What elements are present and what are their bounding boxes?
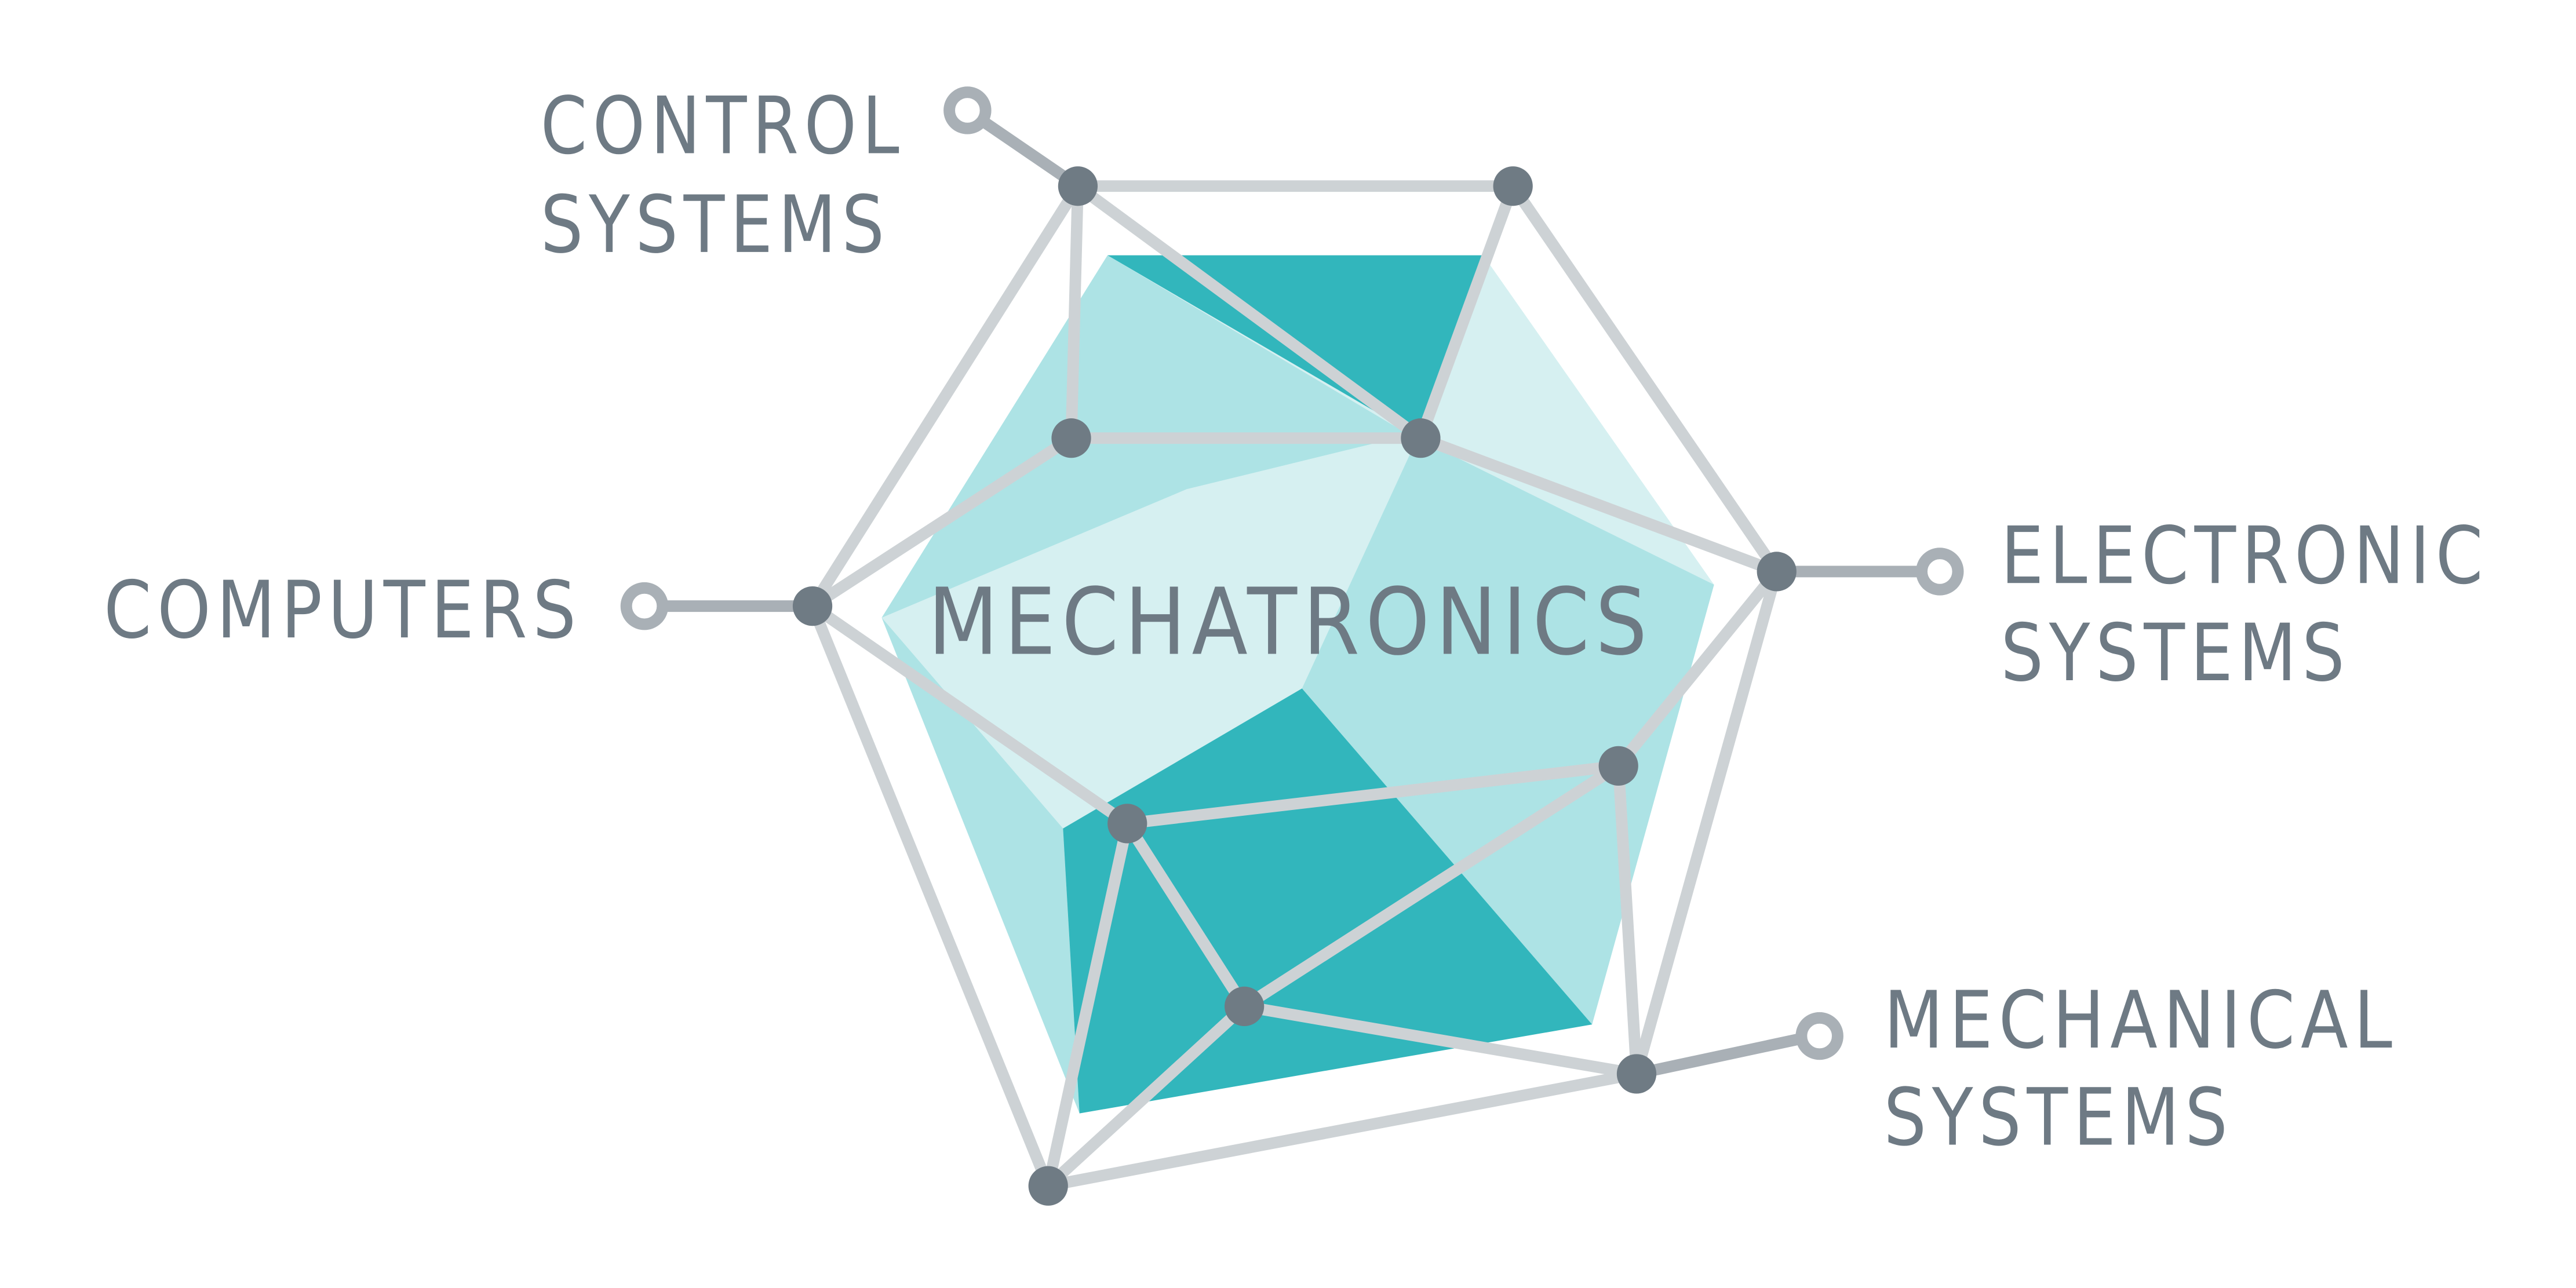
web-lines [807, 180, 1783, 1192]
nodes [792, 166, 1797, 1206]
facet-mid-right [1302, 438, 1714, 1025]
label-mechanical-line1: MECHANICAL [1884, 975, 2398, 1067]
connector-mechanical [1631, 1033, 1804, 1080]
terminal-mechanical [1795, 1012, 1843, 1060]
node [792, 586, 833, 626]
category-labels: CONTROL SYSTEMS COMPUTERS ELECTRONIC SYS… [104, 80, 2488, 1164]
facet-mid-lower-left [881, 618, 1080, 1114]
label-computers: COMPUTERS [104, 564, 582, 656]
node [1028, 1166, 1068, 1206]
node [1058, 166, 1098, 206]
node [1051, 418, 1091, 458]
label-control-line2: SYSTEMS [541, 179, 890, 271]
node [1598, 746, 1638, 786]
node [1107, 804, 1147, 844]
node [1225, 986, 1265, 1027]
facet-dark-bottom [1063, 688, 1593, 1114]
label-mechanical-line2: SYSTEMS [1884, 1072, 2233, 1164]
terminal-electronic [1916, 548, 1964, 596]
terminals [620, 86, 1964, 1060]
label-control-line1: CONTROL [541, 80, 905, 172]
label-electronic-line2: SYSTEMS [2001, 607, 2350, 699]
terminal-control [943, 86, 992, 134]
center-label: MECHATRONICS [928, 568, 1653, 676]
label-electronic-line1: ELECTRONIC [2001, 510, 2488, 602]
node [1757, 552, 1797, 592]
node [1493, 166, 1533, 206]
node [1616, 1054, 1657, 1094]
terminal-computers [620, 582, 669, 630]
node [1401, 418, 1441, 458]
facets [881, 255, 1714, 1114]
